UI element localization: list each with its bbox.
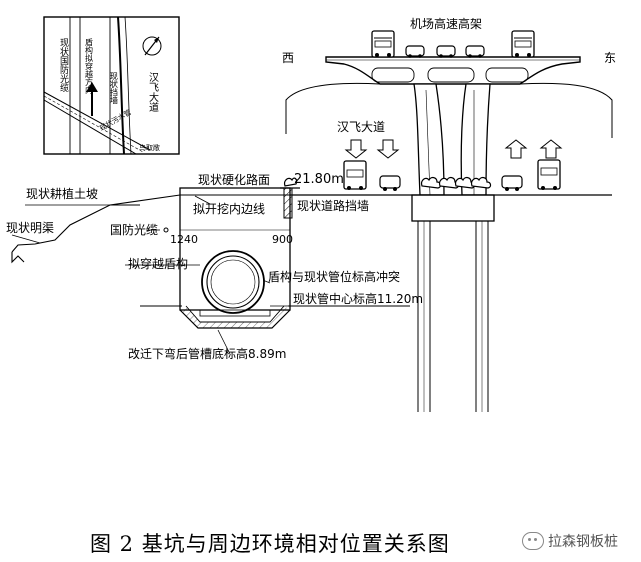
viaduct: 机场高速高架 西 东 — [282, 16, 616, 412]
bus-icon — [537, 159, 561, 190]
figure-caption: 图 2 基坑与周边环境相对位置关系图 — [90, 532, 450, 556]
bus-icon — [511, 30, 535, 58]
clearance-line-right — [519, 82, 613, 138]
hard-road-label: 现状硬化路面 — [198, 172, 270, 187]
defense-cable-label: 国防光缆 — [110, 222, 158, 237]
dimension-left: 1240 — [170, 233, 198, 246]
car-icon — [465, 45, 485, 58]
inset-road-label: 汉飞大道 — [147, 72, 159, 112]
car-icon — [436, 45, 456, 58]
inset-zone-label: 鸟取敞 — [139, 143, 160, 152]
car-icon — [501, 175, 523, 191]
pile-cap — [411, 194, 495, 222]
inset-shield-label: 盾构拟穿越方向 — [85, 37, 94, 94]
north-arrow-icon — [142, 36, 162, 56]
excavation-line-label: 拟开挖内边线 — [193, 201, 265, 216]
direction-east: 东 — [604, 51, 616, 65]
inset-wall-label: 现状挡墙 — [110, 72, 119, 105]
watermark: 拉森钢板桩 — [522, 531, 618, 551]
watermark-text: 拉森钢板桩 — [548, 534, 618, 550]
pipe-center-label: 现状管中心标高11.20m — [293, 291, 423, 306]
dimension-right: 900 — [272, 233, 293, 246]
traffic-arrows — [344, 139, 563, 159]
piles — [417, 221, 489, 412]
retaining-wall-label: 现状道路挡墙 — [297, 198, 369, 213]
bus-icon — [371, 30, 395, 58]
open-ditch-label: 现状明渠 — [6, 221, 54, 235]
bus-icon — [343, 160, 367, 190]
road-elevation-label: 21.80m — [294, 172, 344, 187]
chat-bubble-icon — [522, 532, 544, 550]
soil-berm-label: 现状耕植土坡 — [26, 186, 98, 201]
conflict-label: 盾构与现状管位标高冲突 — [268, 269, 400, 284]
car-icon — [405, 45, 425, 58]
clearance-line-left — [285, 82, 381, 134]
direction-west: 西 — [282, 51, 294, 65]
viaduct-piers — [413, 83, 491, 196]
inset-cable-label: 现状国防光缆 — [58, 38, 69, 93]
shield-tunnel-label: 拟穿越盾构 — [128, 256, 188, 271]
inset-map: 现状国防光缆 盾构拟穿越方向 现状挡墙 汉飞大道 现状污水管 鸟取敞 — [43, 16, 180, 155]
road-hanfei-label: 汉飞大道 — [337, 120, 385, 134]
viaduct-deck — [325, 56, 581, 85]
shield-tunnel — [201, 250, 265, 314]
viaduct-title: 机场高速高架 — [410, 16, 482, 31]
shrub-icons — [284, 176, 492, 189]
pipe-trench — [140, 305, 410, 329]
car-icon — [379, 175, 401, 191]
trench-bottom-label: 改迁下弯后管槽底标高8.89m — [128, 346, 286, 361]
